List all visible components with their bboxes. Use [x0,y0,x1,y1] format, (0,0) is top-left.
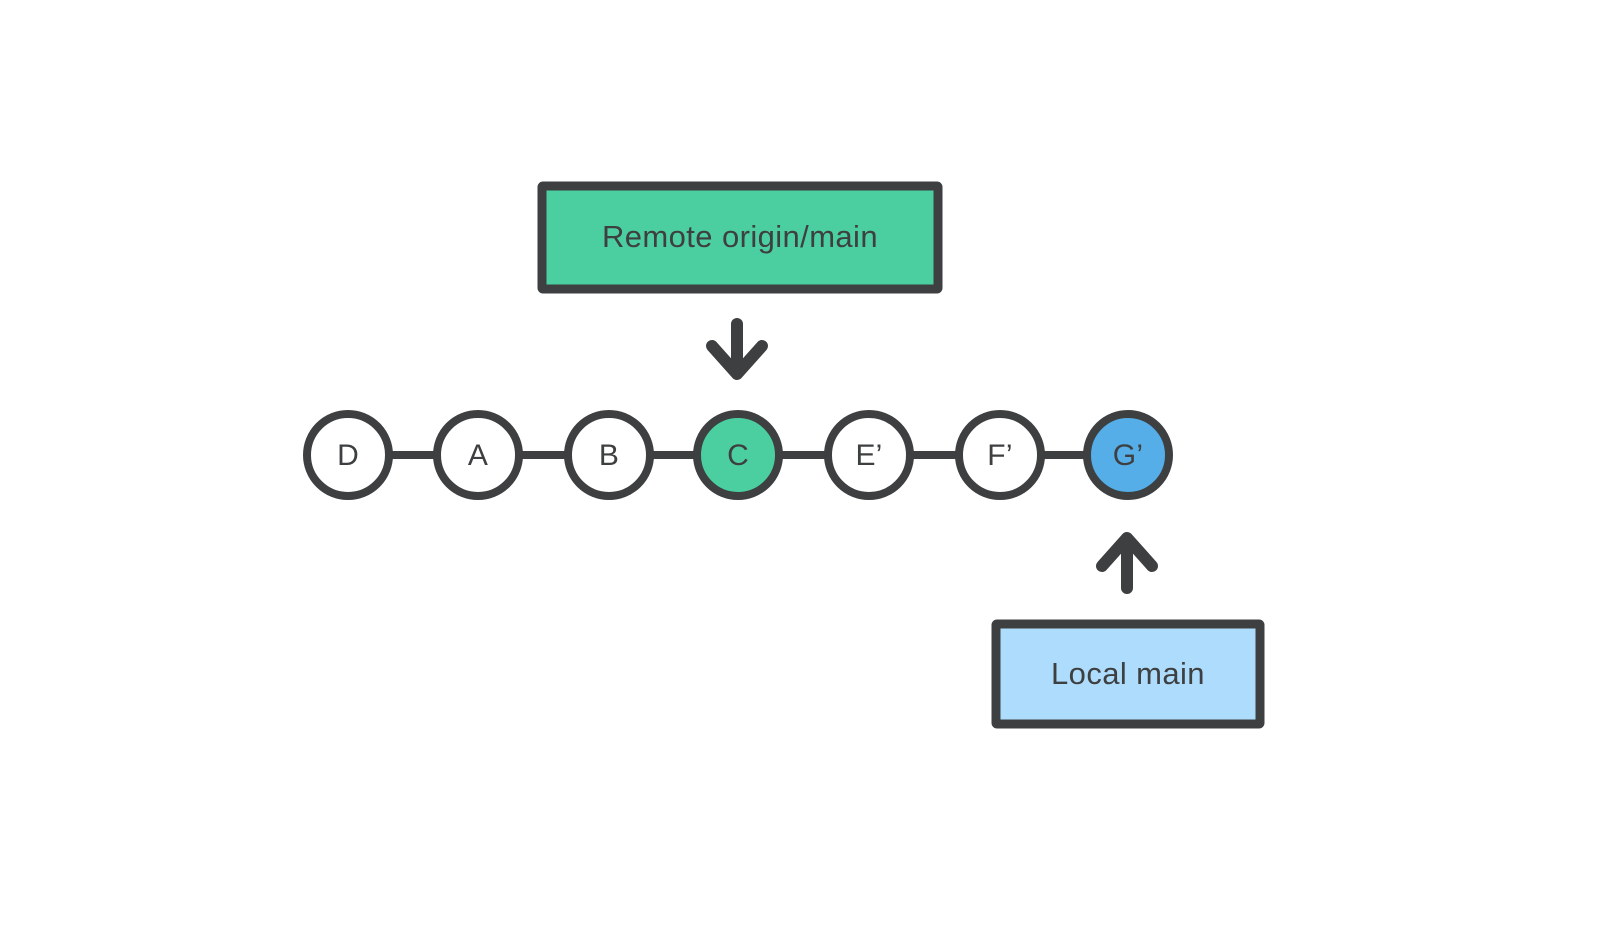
commit-label-d: D [337,439,359,472]
commit-circle-e-prime [824,410,914,500]
commit-label-e-prime: E’ [855,439,882,472]
commit-node-f-prime[interactable]: F’ [955,410,1045,500]
arrow-up-local-to-g-prime [1096,532,1158,594]
commit-circle-g-prime [1083,410,1173,500]
commit-node-a[interactable]: A [433,410,523,500]
remote-box-label: Remote origin/main [602,219,878,254]
commit-label-f-prime: F’ [987,439,1012,472]
commit-label-g-prime: G’ [1113,439,1143,472]
commit-node-c[interactable]: C [693,410,783,500]
commit-circle-b [564,410,654,500]
local-main-box[interactable]: Local main [991,619,1265,729]
commit-circle-a [433,410,523,500]
commit-node-b[interactable]: B [564,410,654,500]
commit-circle-d [303,410,393,500]
commit-circle-f-prime [955,410,1045,500]
commit-label-c: C [727,439,749,472]
local-box-shape [991,619,1265,729]
commit-circle-c [693,410,783,500]
remote-origin-main-box[interactable]: Remote origin/main [537,181,943,294]
remote-box-shape [537,181,943,294]
commit-node-d[interactable]: D [303,410,393,500]
commit-node-e-prime[interactable]: E’ [824,410,914,500]
local-box-label: Local main [1051,656,1205,691]
arrow-down-remote-to-c [706,318,768,380]
commit-node-g-prime[interactable]: G’ [1083,410,1173,500]
commit-label-b: B [599,439,619,472]
commit-label-a: A [468,439,488,472]
